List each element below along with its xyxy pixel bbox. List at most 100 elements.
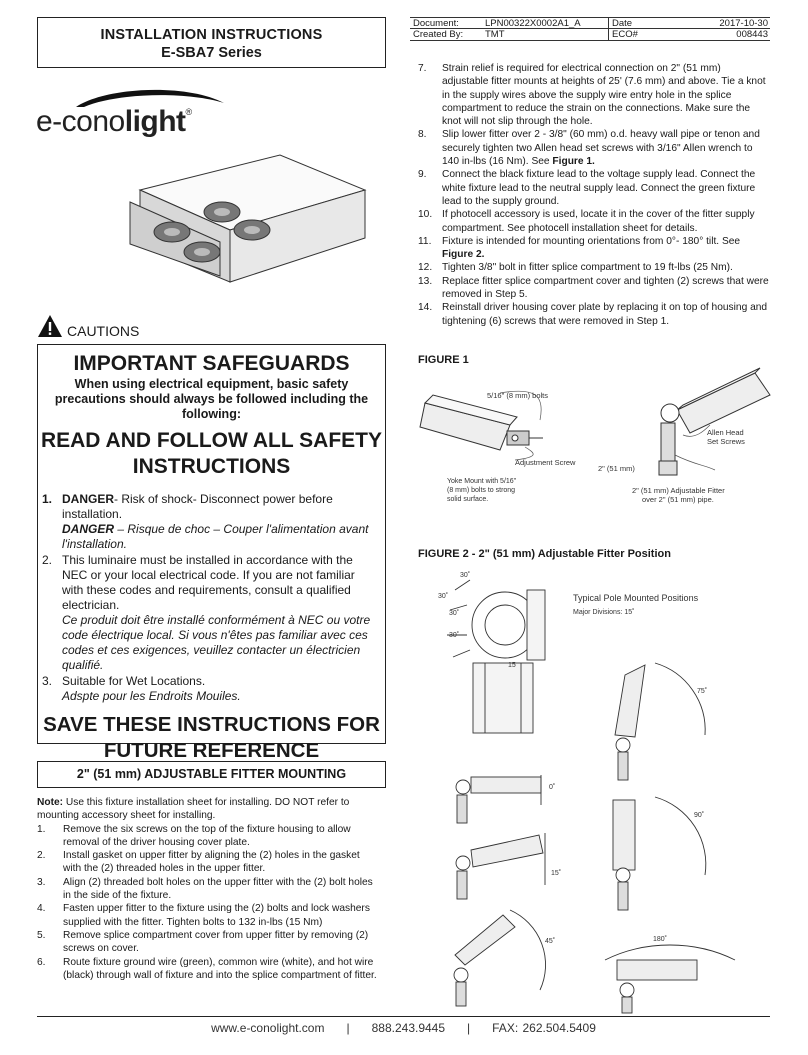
step-item: 7.Strain relief is required for electric… — [418, 62, 770, 128]
eco-label: ECO# — [608, 29, 688, 40]
document-label: Document: — [413, 18, 459, 29]
safeguards-title: IMPORTANT SAFEGUARDS — [73, 352, 350, 375]
step-number: 14. — [418, 302, 433, 314]
step-number: 12. — [418, 262, 433, 274]
cautions-heading: CAUTIONS — [37, 313, 139, 339]
item-number: 3. — [42, 674, 53, 688]
danger-label-fr: DANGER — [62, 522, 115, 536]
note-text: Use this fixture installation sheet for … — [37, 797, 350, 822]
logo-swoosh-icon — [76, 89, 224, 107]
doc-title: INSTALLATION INSTRUCTIONS — [100, 27, 323, 43]
angle-15: 15˚ — [551, 869, 561, 877]
item-text: Suitable for Wet Locations. Adspte pour … — [62, 674, 374, 704]
figure-1-diagram: 5/16" (8 mm) bolts Adjustment Screw Yoke… — [419, 367, 771, 504]
step-number: 8. — [418, 129, 427, 141]
footer: www.e-conolight.com|888.243.9445|FAX: 26… — [37, 1021, 770, 1035]
angle-90: 90˚ — [694, 811, 704, 819]
doc-series: E-SBA7 Series — [161, 45, 262, 61]
read-follow-heading: READ AND FOLLOW ALL SAFETY INSTRUCTIONS — [40, 429, 383, 478]
step-number: 2. — [37, 850, 46, 862]
step-number: 3. — [37, 876, 46, 888]
footer-fax: FAX: 262.504.5409 — [492, 1021, 596, 1035]
step-text: Route fixture ground wire (green), commo… — [63, 956, 377, 981]
step-body: Strain relief is required for electrical… — [442, 63, 766, 128]
step-body: Fixture is intended for mounting orienta… — [442, 235, 741, 247]
angle-45: 45˚ — [545, 937, 555, 945]
step-item: 3.Align (2) threaded bolt holes on the u… — [37, 876, 380, 903]
step-body: Connect the black fixture lead to the vo… — [442, 169, 756, 207]
fig1-allen-2: Set Screws — [707, 437, 745, 446]
title-box: INSTALLATION INSTRUCTIONS E-SBA7 Series — [37, 17, 386, 68]
step-item: 6. Route fixture ground wire (green), com… — [37, 956, 380, 983]
step-body: Reinstall driver housing cover plate by … — [442, 302, 768, 327]
list-item: 2. This luminaire must be installed in a… — [38, 553, 385, 673]
dial-label-4: 30˚ — [449, 631, 459, 639]
econolight-logo: e-conolight® — [36, 85, 226, 145]
figure-1-label: FIGURE 1 — [418, 354, 469, 366]
fig1-allen-1: Allen Head — [707, 428, 744, 437]
step-text: Replace fitter splice compartment cover … — [442, 275, 770, 302]
item-number: 1. — [42, 492, 53, 506]
step-number: 4. — [37, 903, 46, 915]
step-text: Remove the six screws on the top of the … — [63, 823, 351, 848]
fig1-fitter-1: 2" (51 mm) Adjustable Fitter — [632, 486, 725, 495]
step-number: 10. — [418, 209, 433, 221]
step-item: 11. Fixture is intended for mounting orie… — [418, 235, 770, 262]
step-number: 9. — [418, 169, 427, 181]
typical-positions: Typical Pole Mounted Positions — [573, 593, 699, 603]
figure-ref: Figure 1. — [552, 156, 595, 168]
date-value: 2017-10-30 — [719, 18, 768, 29]
step-text: Tighten 3/8" bolt in fitter splice compa… — [442, 261, 770, 274]
step-item: 10. If photocell accessory is used, loca… — [418, 208, 770, 235]
major-divisions: Major Divisions: 15˚ — [573, 608, 634, 616]
step-body: If photocell accessory is used, locate i… — [442, 209, 755, 234]
danger-fr-body: – Risque de choc – Couper l'alimentation… — [62, 522, 369, 551]
footer-sep: | — [467, 1021, 471, 1035]
step-number: 11. — [418, 235, 432, 247]
safeguards-subtitle: When using electrical equipment, basic s… — [54, 377, 369, 421]
fig1-yoke-2: (8 mm) bolts to strong — [447, 487, 515, 494]
step-body: Slip lower fitter over 2 - 3/8" (60 mm) … — [442, 129, 760, 168]
step-item: 14. Reinstall driver housing cover plate … — [418, 301, 770, 328]
document-meta-table: Document: LPN00322X0002A1_A Date 2017-10… — [410, 17, 770, 41]
danger-label: DANGER — [62, 492, 115, 506]
step-item: 12. Tighten 3/8" bolt in fitter splice co… — [418, 261, 770, 274]
wet-text: Suitable for Wet Locations. — [62, 674, 206, 688]
logo-wordmark: e-conolight® — [36, 105, 192, 139]
dial-label-2: 30˚ — [438, 592, 448, 600]
step-text: Install gasket on upper fitter by aligni… — [63, 850, 360, 875]
dial-label-3: 30˚ — [449, 609, 459, 617]
nec-text-fr: Ce produit doit être installé conforméme… — [62, 613, 371, 672]
fig1-yoke-3: solid surface. — [447, 496, 488, 503]
footer-sep: | — [346, 1021, 350, 1035]
document-value: LPN00322X0002A1_A — [485, 18, 581, 29]
angle-0: 0˚ — [549, 783, 555, 791]
step-item: 4. Fasten upper fitter to the fixture usi… — [37, 902, 380, 929]
step-item: 9. Connect the black fixture lead to the … — [418, 168, 770, 208]
note-label: Note: — [37, 797, 64, 808]
step-item: 8. Slip lower fitter over 2 - 3/8" (60 mm… — [418, 128, 770, 168]
figure-2-label: FIGURE 2 - 2" (51 mm) Adjustable Fitter … — [418, 548, 671, 560]
wet-text-fr: Adspte pour les Endroits Mouiles. — [62, 689, 241, 703]
angle-180: 180˚ — [653, 935, 667, 943]
created-value: TMT — [485, 29, 505, 40]
step-text: If photocell accessory is used, locate i… — [442, 208, 770, 235]
cautions-label: CAUTIONS — [67, 323, 140, 339]
step-number: 6. — [37, 956, 46, 968]
step-number: 13. — [418, 275, 433, 287]
eco-value: 008443 — [736, 29, 768, 40]
step-item: 2. Install gasket on upper fitter by ali… — [37, 849, 380, 876]
dial-label-1: 30˚ — [460, 571, 470, 579]
list-item: 3. Suitable for Wet Locations. Adspte po… — [38, 674, 385, 704]
fitter-mounting-heading: 2" (51 mm) ADJUSTABLE FITTER MOUNTING — [37, 761, 386, 788]
footer-rule — [37, 1016, 770, 1017]
figure-ref: Figure 2. — [442, 249, 485, 261]
save-instructions-heading: SAVE THESE INSTRUCTIONS FOR FUTURE REFER… — [43, 713, 380, 762]
step-number: 5. — [37, 929, 46, 941]
step-text: Fasten upper fitter to the fixture using… — [63, 903, 370, 928]
footer-web: www.e-conolight.com — [211, 1021, 325, 1035]
nec-text: This luminaire must be installed in acco… — [62, 553, 355, 612]
safety-list: 1. DANGER- Risk of shock- Disconnect pow… — [38, 492, 385, 704]
step-item: 13. Replace fitter splice compartment cov… — [418, 275, 770, 302]
angle-75: 75˚ — [697, 687, 707, 695]
